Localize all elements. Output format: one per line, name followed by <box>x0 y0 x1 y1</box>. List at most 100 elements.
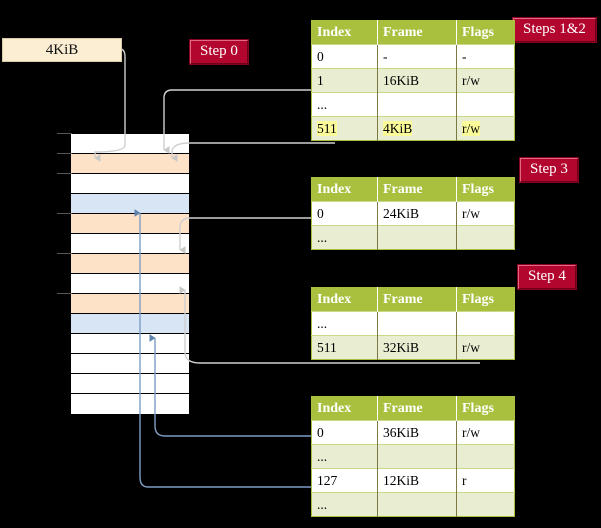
cell-index: ... <box>317 230 328 245</box>
table-row: ... <box>311 225 515 250</box>
table-cell-flags <box>456 444 515 469</box>
table-row: 127 12KiB r <box>311 468 515 493</box>
cell-frame: 24KiB <box>383 206 420 221</box>
memory-row-tick <box>57 293 72 294</box>
table-row: 0 36KiB r/w <box>311 420 515 445</box>
memory-frame-row <box>71 394 189 414</box>
memory-frame-row <box>71 374 189 394</box>
table-cell-index: 511 <box>311 335 378 360</box>
table-cell-index: 1 <box>311 68 378 93</box>
cell-frame: 12KiB <box>383 473 420 488</box>
memory-frame-row <box>71 254 189 274</box>
cell-index: 0 <box>317 425 324 440</box>
memory-frame-row <box>71 174 189 194</box>
table-cell-frame <box>377 444 457 469</box>
cell-index: ... <box>317 497 328 512</box>
memory-frame-row <box>71 354 189 374</box>
table-cell-index: ... <box>311 225 378 250</box>
table-cell-flags: r/w <box>456 335 515 360</box>
table-cell-flags: r/w <box>456 201 515 226</box>
column-header-frame: Frame <box>377 287 457 312</box>
table-row: 1 16KiB r/w <box>311 68 515 93</box>
table-cell-frame <box>377 492 457 517</box>
table-cell-flags: r/w <box>456 116 515 141</box>
table-row: ... <box>311 444 515 469</box>
cell-index: ... <box>317 449 328 464</box>
memory-frame-row <box>71 134 189 154</box>
cell-flags: r/w <box>462 206 480 221</box>
memory-frame-row <box>71 294 189 314</box>
table-row: 0 24KiB r/w <box>311 201 515 226</box>
table-cell-index: 127 <box>311 468 378 493</box>
table-cell-flags: r/w <box>456 420 515 445</box>
table-cell-frame <box>377 92 457 117</box>
memory-row-tick <box>57 153 72 154</box>
memory-frame-row <box>71 154 189 174</box>
column-header-index: Index <box>311 287 378 312</box>
cell-index: 127 <box>317 473 338 488</box>
table-cell-frame <box>377 225 457 250</box>
table-cell-frame: 32KiB <box>377 335 457 360</box>
column-header-flags: Flags <box>456 20 515 45</box>
table-cell-frame: 12KiB <box>377 468 457 493</box>
table-cell-flags: - <box>456 44 515 69</box>
column-header-frame: Frame <box>377 20 457 45</box>
memory-frame-row <box>71 214 189 234</box>
cell-index: ... <box>317 316 328 331</box>
column-header-index: Index <box>311 177 378 202</box>
table-cell-index: 0 <box>311 201 378 226</box>
column-header-flags: Flags <box>456 287 515 312</box>
column-header-index: Index <box>311 396 378 421</box>
column-header-flags: Flags <box>456 177 515 202</box>
cell-frame: 4KiB <box>383 121 413 136</box>
memory-frame-row <box>71 194 189 214</box>
cell-flags: - <box>462 49 467 64</box>
memory-row-tick <box>57 213 72 214</box>
column-header-frame: Frame <box>377 177 457 202</box>
table-cell-frame: 24KiB <box>377 201 457 226</box>
table-cell-frame <box>377 311 457 336</box>
table-cell-flags <box>456 92 515 117</box>
memory-row-tick <box>57 253 72 254</box>
table-cell-flags <box>456 311 515 336</box>
table-cell-frame: - <box>377 44 457 69</box>
table-cell-index: 0 <box>311 44 378 69</box>
memory-frame-row <box>71 314 189 334</box>
cell-index: 511 <box>317 340 337 355</box>
cell-index: 0 <box>317 206 324 221</box>
step-badge-step-3: Step 3 <box>520 158 578 182</box>
cell-frame: 36KiB <box>383 425 420 440</box>
cell-flags: r <box>462 473 467 488</box>
cell-frame: 16KiB <box>383 73 420 88</box>
table-cell-flags <box>456 492 515 517</box>
table-cell-index: ... <box>311 311 378 336</box>
cell-flags: r/w <box>462 121 480 136</box>
table-cell-index: ... <box>311 92 378 117</box>
physical-memory-block <box>70 133 190 415</box>
table-cell-flags: r/w <box>456 68 515 93</box>
cell-index: 511 <box>317 121 337 136</box>
table-row: 511 4KiB r/w <box>311 116 515 141</box>
frame-size-box: 4KiB <box>2 38 122 62</box>
cell-index: 0 <box>317 49 324 64</box>
cell-flags: r/w <box>462 73 480 88</box>
step-badge-steps-1-2: Steps 1&2 <box>513 18 596 42</box>
table-cell-index: ... <box>311 492 378 517</box>
cell-flags: r/w <box>462 340 480 355</box>
memory-frame-row <box>71 234 189 254</box>
table-cell-frame: 4KiB <box>377 116 457 141</box>
cell-flags: r/w <box>462 425 480 440</box>
table-cell-frame: 36KiB <box>377 420 457 445</box>
step-badge-step-0: Step 0 <box>190 40 248 64</box>
memory-frame-row <box>71 334 189 354</box>
table-row: ... <box>311 311 515 336</box>
table-cell-flags <box>456 225 515 250</box>
step-badge-step-4: Step 4 <box>518 265 576 289</box>
memory-row-tick <box>57 133 72 134</box>
table-cell-index: 511 <box>311 116 378 141</box>
table-cell-index: ... <box>311 444 378 469</box>
